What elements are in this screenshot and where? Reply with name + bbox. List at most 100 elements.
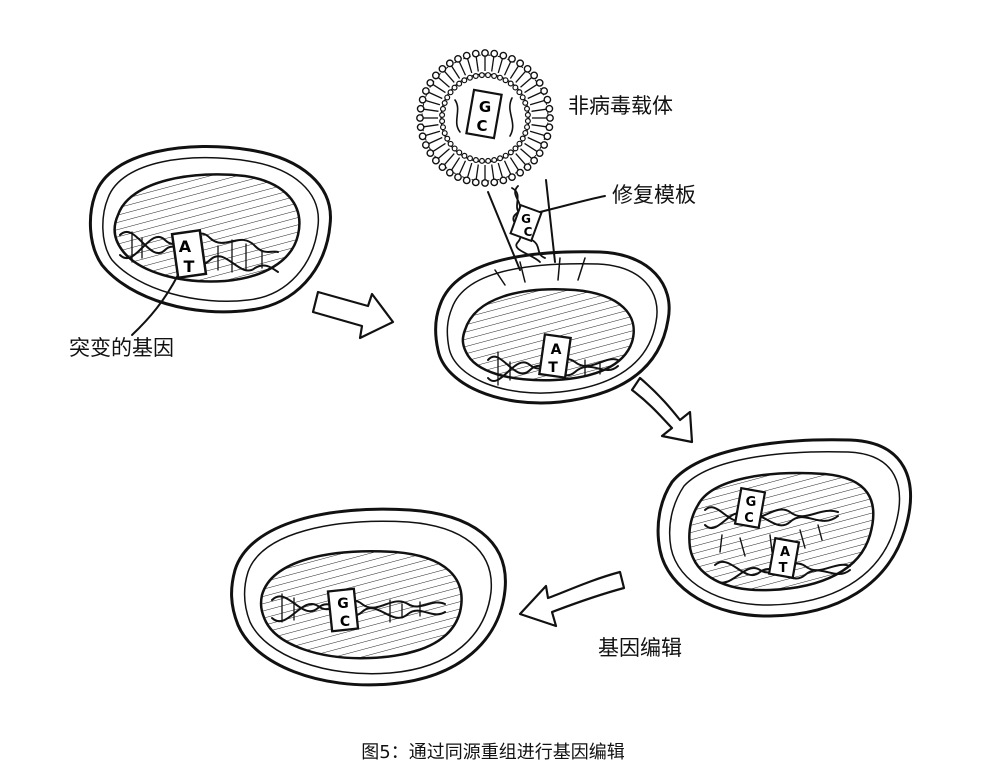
repair-template: G C: [487, 179, 606, 271]
lipid-head: [499, 51, 508, 60]
lipid-head: [499, 176, 508, 185]
nucleus-recombination: [688, 471, 875, 592]
lipid-tail: [466, 162, 473, 178]
lipid-head: [540, 87, 549, 95]
lipid-tail: [428, 136, 443, 145]
base-pair-box-corrected: [326, 587, 360, 633]
lipid-head-inner: [507, 149, 514, 156]
lipid-tail: [503, 160, 512, 175]
base-corrected-top: G: [337, 596, 349, 612]
lipid-head-inner: [439, 111, 446, 118]
base-receiving-bottom: T: [548, 360, 558, 376]
lipid-tail: [432, 83, 446, 94]
lipid-head: [454, 54, 462, 63]
figure-caption: 图5：通过同源重组进行基因编辑: [361, 742, 625, 763]
lipid-tail: [531, 108, 547, 112]
lipid-head: [516, 168, 525, 177]
lipid-tail: [515, 153, 527, 166]
lipid-head-inner: [522, 99, 529, 106]
lipid-head-inner: [524, 105, 531, 112]
label-repair-template: 修复模板: [612, 183, 696, 207]
base-vector-bottom: C: [476, 117, 487, 135]
leader-mutant-gene: [131, 274, 179, 336]
lipid-head: [445, 59, 454, 68]
lipid-tail: [437, 76, 450, 88]
lipid-head: [530, 71, 539, 80]
base-recomb-bottom-2: T: [779, 561, 788, 576]
lipid-tail: [503, 61, 512, 76]
lipid-head: [471, 49, 480, 58]
base-pair-box-vector: [465, 88, 503, 140]
lipid-head-inner: [512, 84, 519, 91]
lipid-head: [438, 64, 447, 73]
lipid-head: [523, 163, 532, 172]
lipid-tail: [432, 142, 446, 153]
lipid-head: [508, 173, 516, 182]
lipid-head-inner: [491, 72, 498, 79]
lipid-head-inner: [485, 157, 492, 164]
lipid-head: [508, 54, 516, 63]
lipid-head-inner: [524, 111, 531, 118]
lipid-head-inner: [502, 77, 509, 84]
lipid-tail: [497, 162, 504, 178]
leader-template: [539, 195, 606, 213]
lipid-head: [421, 141, 430, 149]
lipid-tail: [520, 76, 533, 88]
lipid-head: [481, 179, 489, 187]
lipid-tail: [475, 56, 479, 72]
lipid-head-inner: [451, 84, 458, 91]
lipid-head: [540, 141, 549, 149]
lipid-head: [431, 71, 440, 80]
label-mutant-gene: 突变的基因: [69, 336, 174, 360]
lipid-tail: [509, 65, 520, 79]
lipid-head: [462, 176, 471, 185]
lipid-tail: [428, 91, 443, 100]
lipid-tail: [443, 70, 455, 83]
lipid-head: [490, 49, 499, 58]
nucleus-corrected: [259, 550, 463, 660]
lipid-tail: [509, 157, 520, 171]
lipid-head-inner: [456, 80, 463, 87]
lipid-head: [421, 87, 430, 95]
lipid-head: [481, 49, 489, 57]
lipid-tail: [466, 58, 473, 74]
lipid-tail: [524, 142, 538, 153]
nucleus-mutant: [113, 173, 301, 283]
lipid-head: [426, 78, 435, 87]
lipid-tail: [423, 124, 439, 128]
base-pair-box-recomb-top: [733, 486, 767, 530]
cell-recombination: G C A T: [656, 438, 912, 618]
lipid-tail: [524, 83, 538, 94]
lipid-tail: [423, 108, 439, 112]
lipid-head: [426, 149, 435, 158]
base-pair-box-recomb-bottom: [767, 536, 801, 580]
base-mutant-top: A: [179, 237, 192, 256]
lipid-head: [490, 178, 499, 187]
lipid-head-inner: [519, 94, 526, 101]
lipid-head-inner: [444, 135, 451, 142]
lipid-head-inner: [485, 72, 492, 79]
lipid-tail: [520, 148, 533, 160]
lipid-head-inner: [439, 124, 446, 131]
lipid-head-inner: [467, 155, 474, 162]
non-viral-vector: G C: [416, 49, 554, 187]
lipid-head-inner: [461, 77, 468, 84]
lipid-tail: [437, 148, 450, 160]
base-template-bottom: C: [524, 225, 533, 239]
lipid-head: [416, 123, 425, 132]
lipid-tail: [425, 99, 441, 106]
base-vector-top: G: [479, 98, 491, 116]
lipid-head: [546, 114, 554, 122]
lipid-tail: [475, 164, 479, 180]
label-non-viral-vector: 非病毒载体: [568, 94, 673, 118]
lipid-head: [445, 168, 454, 177]
lipid-head: [438, 163, 447, 172]
lipid-head: [454, 173, 462, 182]
lipid-head-inner: [456, 149, 463, 156]
lipid-tail: [515, 70, 527, 83]
lipid-tail: [443, 153, 455, 166]
lipid-head-inner: [524, 118, 531, 125]
lipid-tail: [529, 99, 545, 106]
lipid-head: [462, 51, 471, 60]
lipid-head-inner: [516, 140, 523, 147]
